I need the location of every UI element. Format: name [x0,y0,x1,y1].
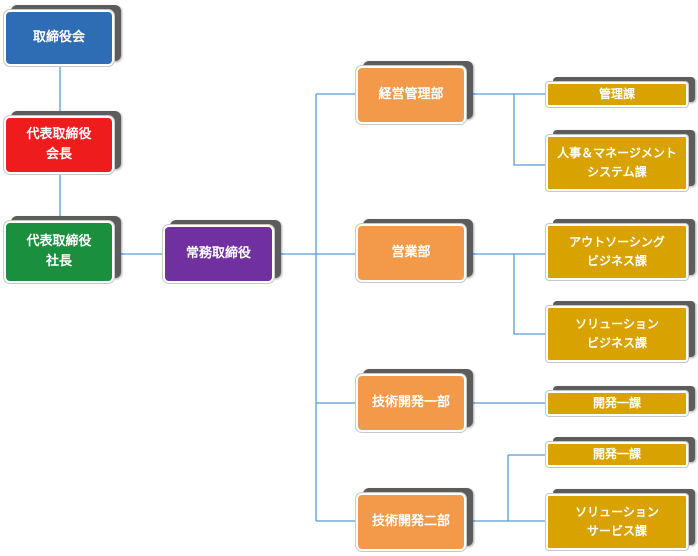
node-sec-solsvc-line1: ソリューション [575,505,659,519]
node-sec-admin-text: 管理課 [598,87,635,101]
node-dept-dev1: 技術開発一部 [356,369,473,432]
node-sec-solsvc-line2: サービス課 [586,524,647,538]
node-sec-dev1-a: 開発一課 [546,386,695,416]
node-dept-dev2-text: 技術開発二部 [371,514,450,529]
node-dept-sales-text: 営業部 [391,245,431,260]
node-president: 代表取締役 社長 [4,216,121,283]
node-sec-out-line1: アウトソーシング [569,235,665,249]
node-dept-dev2: 技術開発二部 [356,488,473,551]
line-sales-sections [466,253,546,335]
node-sec-sol-line1: ソリューション [575,317,659,331]
node-sec-hr-line2: システム課 [587,165,647,179]
node-president-title: 代表取締役 [26,234,92,249]
node-sec-out-line2: ビジネス課 [586,254,647,268]
node-dept-sales: 営業部 [356,219,473,282]
line-dev2-sections [466,454,546,522]
node-board: 取締役会 [4,5,121,66]
node-sec-hr: 人事＆マネージメント システム課 [546,130,695,191]
node-sec-outsourcing: アウトソーシング ビジネス課 [546,219,695,280]
node-dept-admin: 経営管理部 [356,61,473,124]
node-sec-dev1-text: 開発一課 [592,396,641,410]
node-dept-dev1-text: 技術開発一部 [371,395,450,410]
node-sec-dev1-b: 開発一課 [546,437,695,467]
node-sec-dev2-text: 開発一課 [592,447,641,461]
node-chairman: 代表取締役 会長 [4,111,121,174]
node-president-role: 社長 [45,254,72,269]
node-sec-solution-service: ソリューション サービス課 [546,489,695,550]
node-managing-director: 常務取締役 [163,220,281,283]
node-board-text: 取締役会 [32,30,85,45]
node-managing-text: 常務取締役 [185,246,251,261]
node-dept-admin-text: 経営管理部 [378,87,444,102]
node-sec-hr-line1: 人事＆マネージメント [557,146,677,160]
node-chairman-title: 代表取締役 [26,127,92,142]
node-sec-solution-business: ソリューション ビジネス課 [546,301,695,362]
line-admin-sections [466,93,546,166]
node-chairman-role: 会長 [45,147,72,162]
node-sec-sol-line2: ビジネス課 [586,336,647,350]
node-sec-admin: 管理課 [546,77,695,107]
